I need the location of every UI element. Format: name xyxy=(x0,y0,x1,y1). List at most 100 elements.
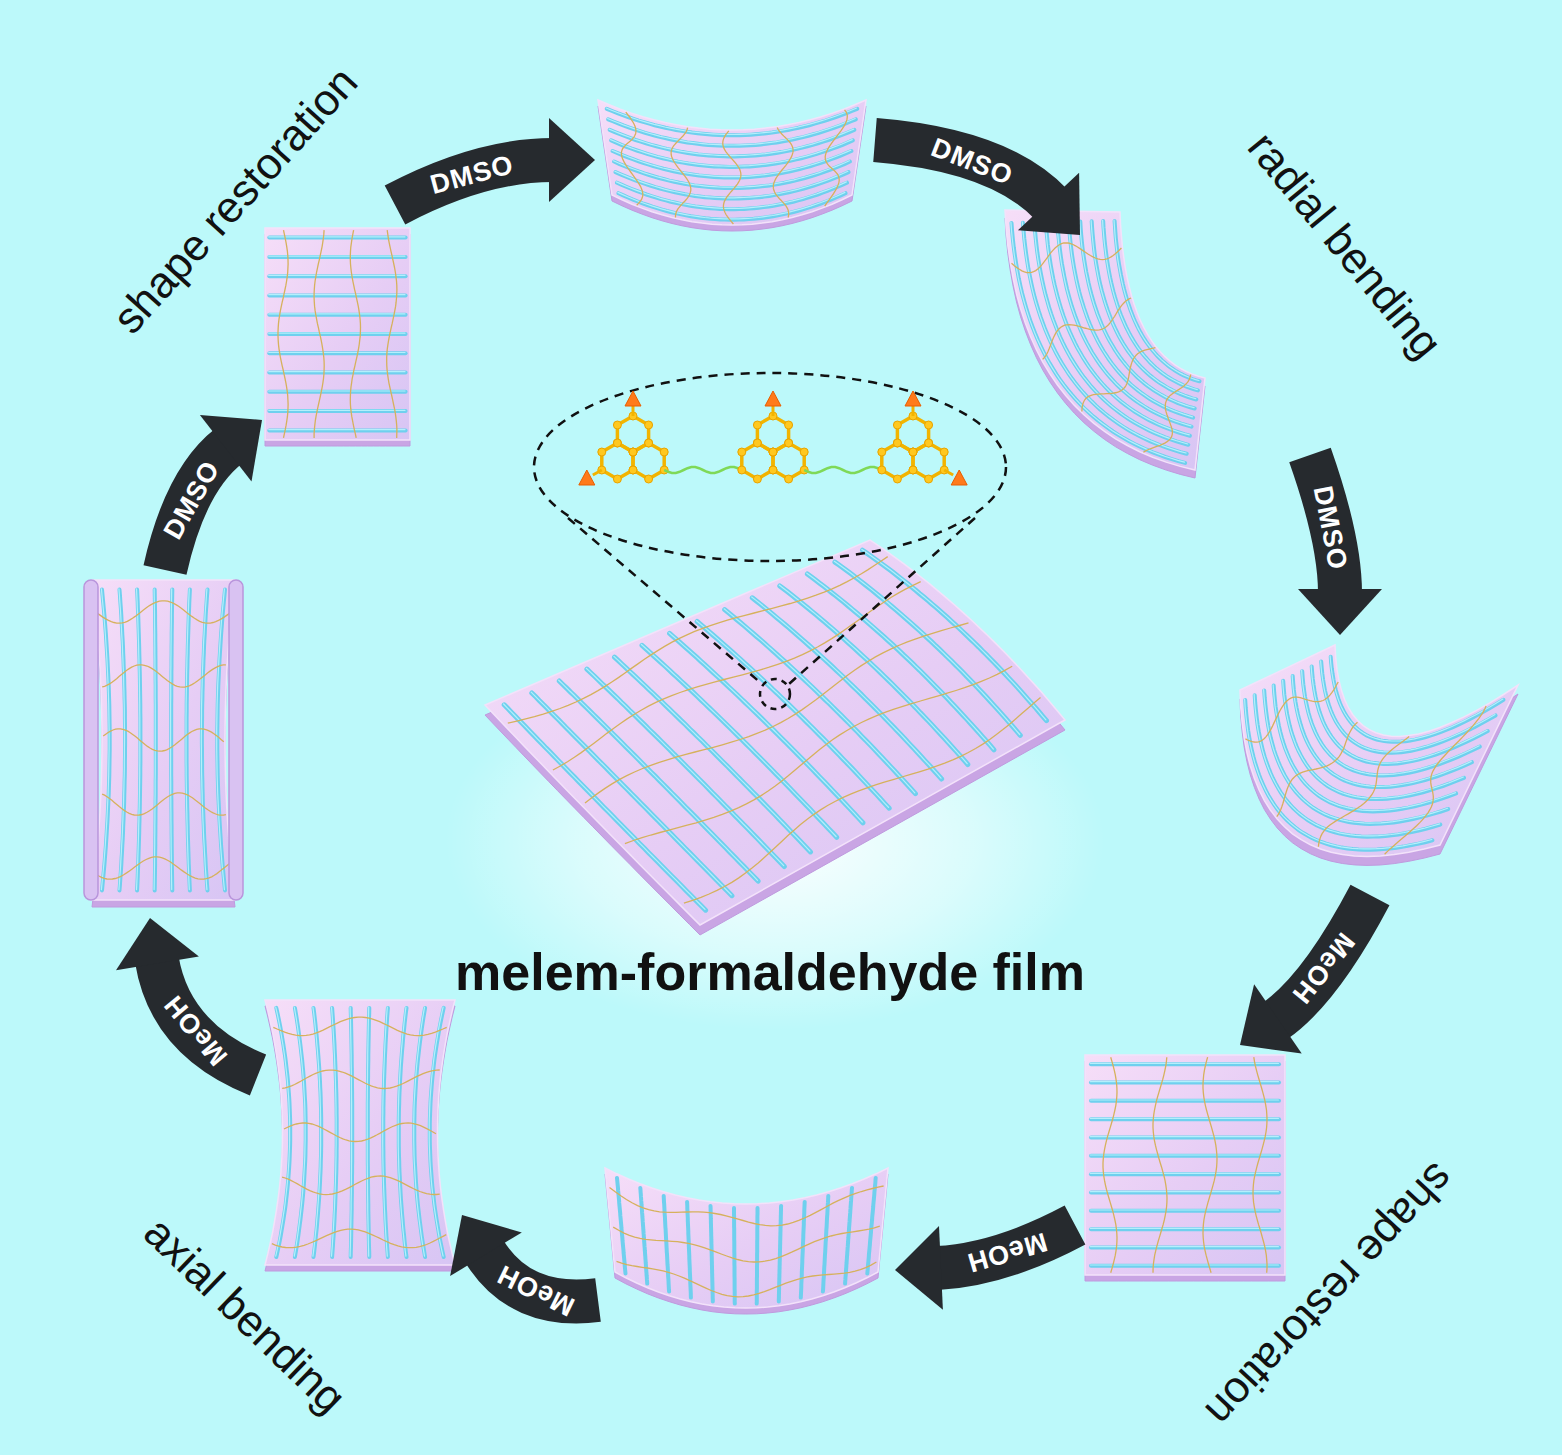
crosslink-line xyxy=(1082,348,1156,412)
atom xyxy=(613,421,621,429)
fiber-highlight xyxy=(269,275,405,276)
fiber-highlight xyxy=(101,589,109,890)
fiber-stripe xyxy=(642,645,837,837)
crosslink-line xyxy=(621,112,642,205)
crosslink-line xyxy=(1012,243,1122,273)
fiber-highlight xyxy=(669,633,862,822)
fiber-stripe xyxy=(755,1208,760,1304)
arrow-head xyxy=(1298,589,1382,635)
fiber-stripe xyxy=(120,590,126,891)
crosslink-line xyxy=(350,230,360,438)
fiber-stripe xyxy=(269,313,405,317)
melem-unit xyxy=(579,391,742,485)
film-face xyxy=(92,580,235,900)
fiber-stripe xyxy=(269,428,405,432)
fiber-stripe xyxy=(1091,1209,1279,1213)
fiber-stripe xyxy=(1091,1227,1279,1231)
atom xyxy=(629,466,637,474)
crosslink-line xyxy=(1143,375,1190,453)
fiber-highlight xyxy=(1090,1173,1278,1174)
fiber-highlight xyxy=(398,1007,406,1256)
bond xyxy=(944,470,953,475)
fiber-stripe xyxy=(1069,222,1193,418)
methylene-link xyxy=(664,467,742,473)
fiber-stripe xyxy=(187,590,190,891)
atom xyxy=(613,439,621,447)
fiber-stripe xyxy=(295,1008,306,1257)
fiber-highlight xyxy=(171,589,172,890)
fiber-highlight xyxy=(1330,656,1503,741)
atom xyxy=(925,439,933,447)
atom xyxy=(785,439,793,447)
film-face xyxy=(1085,1055,1285,1275)
arrow-head xyxy=(895,1226,943,1310)
crosslink-line xyxy=(314,230,324,438)
fiber-highlight xyxy=(269,236,405,237)
fiber-stripe xyxy=(532,693,732,896)
amino-group xyxy=(625,391,641,406)
arrow-shaft xyxy=(157,959,258,1075)
crosslink-line xyxy=(1103,1057,1117,1273)
fiber-highlight xyxy=(1090,1228,1278,1229)
fiber-highlight xyxy=(269,313,405,314)
fiber-highlight xyxy=(862,549,1046,720)
fiber-highlight xyxy=(367,1007,369,1256)
crosslink-line xyxy=(671,128,691,218)
fiber-highlight xyxy=(154,589,155,890)
fiber-stripe xyxy=(314,1008,322,1257)
fiber-stripe xyxy=(1302,671,1480,775)
film-face xyxy=(1005,210,1205,470)
fiber-highlight xyxy=(618,192,845,219)
fiber-stripe xyxy=(867,1178,875,1274)
rolled-edge xyxy=(84,580,98,900)
atom xyxy=(645,439,653,447)
fiber-stripe xyxy=(102,590,110,891)
fiber-stripe xyxy=(155,590,156,891)
fiber-highlight xyxy=(313,1007,321,1256)
atom xyxy=(925,439,933,447)
fiber-stripe xyxy=(801,1202,805,1298)
film-face xyxy=(1240,645,1518,856)
fiber-highlight xyxy=(807,573,994,749)
arrow-shaft xyxy=(1275,895,1370,1021)
fiber-highlight xyxy=(269,256,405,257)
fiber-stripe xyxy=(687,1202,691,1298)
fiber-highlight xyxy=(1090,1063,1278,1064)
crosslink-line xyxy=(272,1229,446,1248)
atom xyxy=(909,466,917,474)
crosslink-line xyxy=(773,128,793,218)
fiber-highlight xyxy=(269,410,405,411)
atom xyxy=(909,466,917,474)
crosslink-line xyxy=(613,1226,880,1262)
zoom-ellipse xyxy=(534,373,1006,561)
fiber-highlight xyxy=(119,589,125,890)
fiber-highlight xyxy=(332,1007,337,1256)
heptazine-ring xyxy=(913,443,944,479)
cycle-arrow xyxy=(395,118,595,205)
fiber-highlight xyxy=(1034,222,1188,444)
film-sheet xyxy=(1085,1055,1285,1281)
fiber-stripe xyxy=(1091,1099,1279,1103)
atom xyxy=(893,475,901,483)
fiber-stripe xyxy=(399,1008,407,1257)
fiber-stripe xyxy=(670,633,863,822)
arrow-head xyxy=(549,118,595,202)
fiber-stripe xyxy=(383,1008,388,1257)
bond xyxy=(772,406,775,416)
fiber-highlight xyxy=(269,294,405,295)
atom xyxy=(629,466,637,474)
fiber-stripe xyxy=(1331,657,1504,742)
zoom-circle xyxy=(760,679,790,709)
heptazine-ring xyxy=(633,443,664,479)
cycle-arrow xyxy=(1298,455,1382,635)
fiber-stripe xyxy=(269,409,405,413)
heptazine-ring xyxy=(882,443,913,479)
atom xyxy=(893,421,901,429)
fiber-highlight xyxy=(1090,1264,1278,1265)
atom xyxy=(645,475,653,483)
crosslink-line xyxy=(1153,1057,1167,1273)
fiber-stripe xyxy=(269,371,405,375)
fiber-highlight xyxy=(350,1007,352,1256)
crosslink-line xyxy=(97,601,230,623)
fiber-stripe xyxy=(807,574,994,750)
